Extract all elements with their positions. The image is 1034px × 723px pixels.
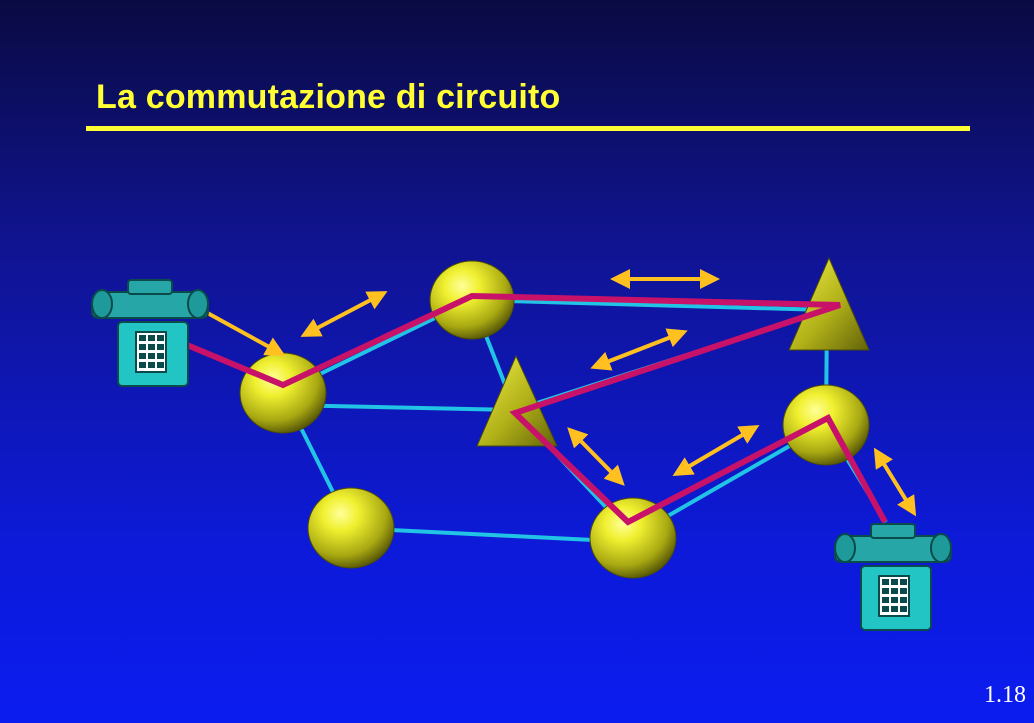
double-arrow-icon bbox=[201, 308, 286, 356]
circle-node-icon bbox=[239, 352, 327, 434]
circle-node-icon bbox=[307, 487, 395, 569]
telephone-icon bbox=[91, 279, 209, 387]
signal-arrows bbox=[201, 269, 917, 517]
link-b-t2 bbox=[471, 298, 828, 312]
double-arrow-icon bbox=[672, 424, 760, 477]
slide-number: 1.18 bbox=[984, 682, 1026, 708]
triangle-switch-icon bbox=[476, 354, 558, 447]
double-arrow-icon bbox=[873, 447, 917, 517]
circle-node-icon bbox=[589, 497, 677, 579]
circle-node-icon bbox=[429, 260, 515, 340]
double-arrow-icon bbox=[567, 427, 625, 486]
telephone-icon bbox=[834, 523, 952, 631]
title-underline bbox=[86, 126, 970, 131]
double-arrow-icon bbox=[590, 328, 688, 371]
slide-title: La commutazione di circuito bbox=[96, 78, 561, 116]
double-arrow-icon bbox=[300, 291, 388, 337]
link-d-e bbox=[350, 526, 634, 544]
circle-node-icon bbox=[782, 384, 870, 466]
